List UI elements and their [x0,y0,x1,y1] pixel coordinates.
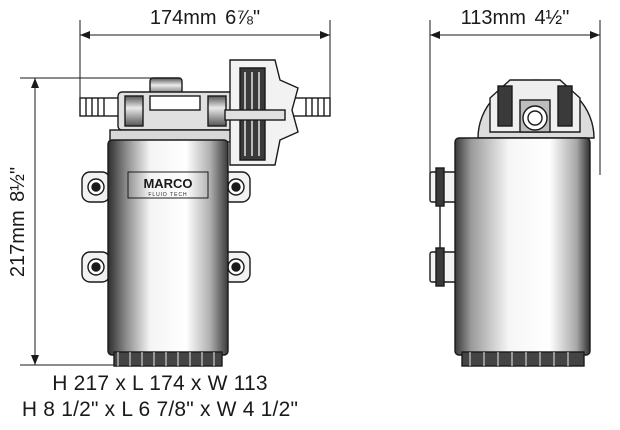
width-label: 113mm 4½" [461,7,570,29]
side-bottom-cap [461,351,585,367]
side-pump-head [477,79,595,139]
right-hose-barb [289,97,331,117]
length-dimension [79,20,331,105]
height-label: 217mm 8½" [7,167,29,277]
bottom-cap [113,351,223,367]
width-dimension [429,20,601,175]
svg-text:FLUID TECH: FLUID TECH [148,192,187,198]
svg-text:MARCO: MARCO [143,176,192,191]
brand-logo: MARCO FLUID TECH [127,171,209,199]
pump-front-view [79,59,331,367]
dimension-caption-imperial: H 8 1/2" x L 6 7/8" x W 4 1/2" [21,398,299,421]
mounting-ears [81,171,251,283]
terminal-box [224,59,299,166]
pump-head [109,77,241,143]
length-label: 174mm 6⅞" [150,7,260,29]
left-hose-barb [79,97,121,117]
pump-side-view [429,79,595,367]
side-motor-body [454,137,591,356]
side-mounting-brackets [429,167,463,287]
dimension-caption-metric: H 217 x L 174 x W 113 [52,372,268,395]
